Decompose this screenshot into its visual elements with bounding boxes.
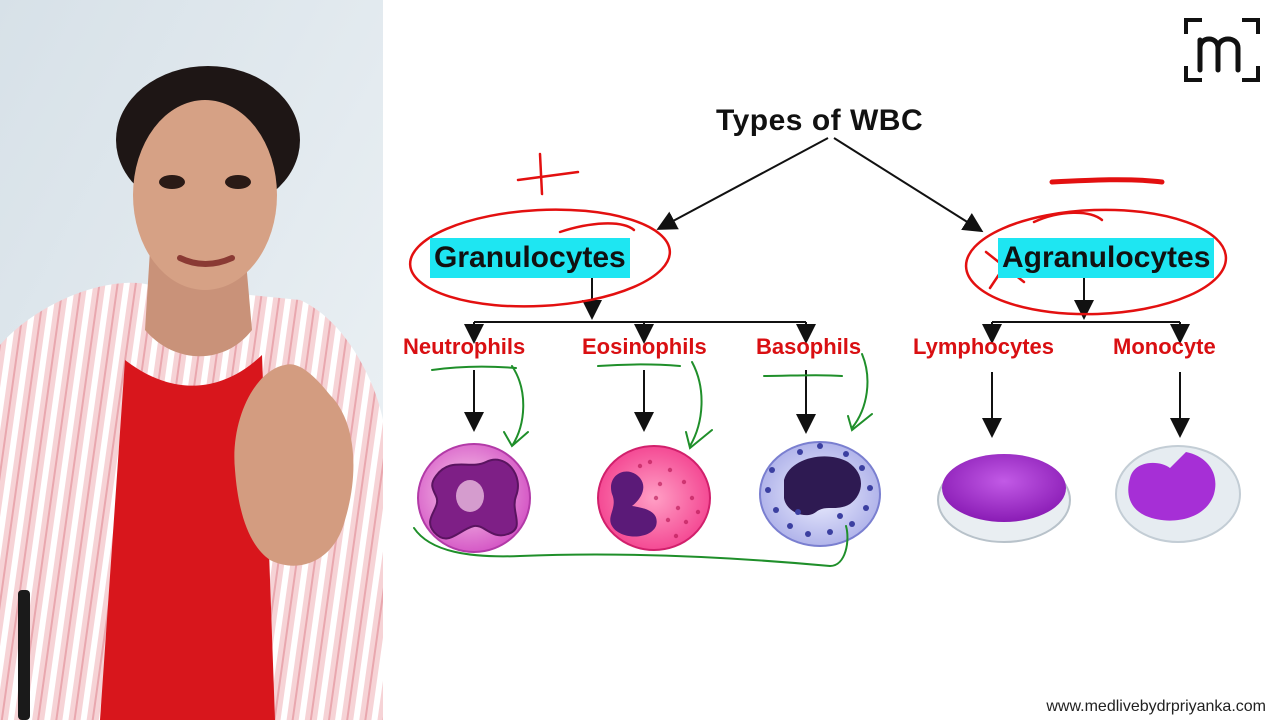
monocyte-label: Monocyte	[1113, 334, 1216, 359]
lymphocytes-label: Lymphocytes	[913, 334, 1055, 359]
arrow-to-granulocytes	[656, 137, 829, 230]
agranulocytes-connectors	[982, 278, 1190, 438]
neutrophils-label: Neutrophils	[403, 334, 526, 359]
agranulocytes-label: Agranulocytes	[998, 238, 1215, 278]
presenter-video	[0, 0, 383, 720]
website-url: www.medlivebydrpriyanka.com	[1046, 698, 1266, 715]
diagram-title: Types of WBC	[716, 104, 924, 137]
basophil-cell-illustration	[759, 441, 881, 547]
neutrophil-cell-illustration	[417, 443, 531, 553]
eosinophil-cell-illustration	[597, 445, 711, 551]
granulocytes-label: Granulocytes	[430, 238, 630, 278]
monocyte-cell-illustration	[1115, 445, 1241, 543]
granulocytes-connectors	[464, 278, 816, 434]
lymphocyte-cell-illustration	[937, 454, 1071, 543]
eosinophils-label: Eosinophils	[582, 334, 707, 359]
arrow-to-agranulocytes	[833, 137, 984, 233]
basophils-label: Basophils	[756, 334, 862, 359]
m-logo-icon	[1184, 18, 1260, 82]
red-ink-annotations	[408, 152, 1228, 316]
green-ink-annotations	[413, 353, 873, 568]
